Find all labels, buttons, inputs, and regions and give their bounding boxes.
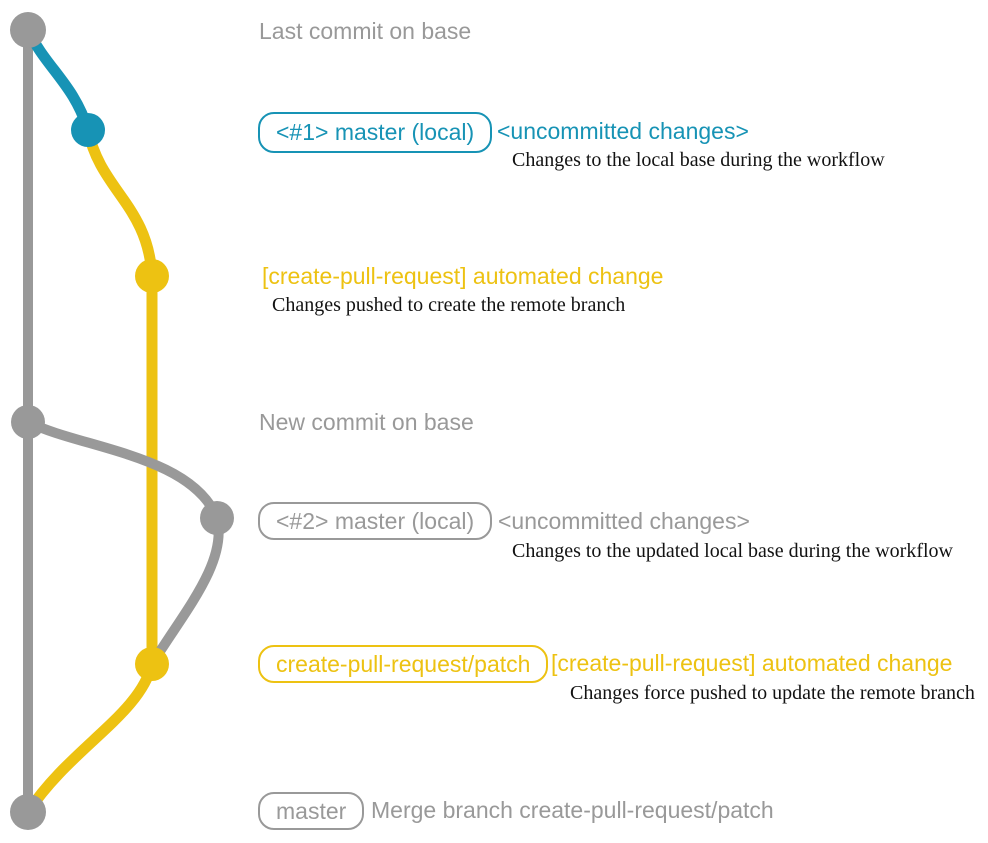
patch-1-subtitle: Changes pushed to create the remote bran… <box>272 294 626 316</box>
uncommitted-1-title: <uncommitted changes> <box>497 118 749 144</box>
commit-node-uncommitted-2 <box>200 501 234 535</box>
branch-label-master-local-2: <#2> master (local) <box>258 502 493 540</box>
patch-2-subtitle: Changes force pushed to update the remot… <box>570 682 975 704</box>
commit-node-patch-2 <box>135 647 169 681</box>
branch-label-master-local-1: <#1> master (local) <box>258 112 493 153</box>
branch-label-master: master <box>258 792 365 830</box>
rebase-edge <box>23 417 224 669</box>
patch-2-title: [create-pull-request] automated change <box>551 650 953 676</box>
patch-1-title: [create-pull-request] automated change <box>262 263 664 289</box>
commit-node-new-base <box>11 405 45 439</box>
commit-node-uncommitted-1 <box>71 113 105 147</box>
merge-title: Merge branch create-pull-request/patch <box>371 797 774 823</box>
git-graph <box>10 12 234 830</box>
merge-edge <box>22 658 158 818</box>
commit-node-merge <box>10 794 46 830</box>
patch-branch-edge <box>82 124 158 670</box>
last-commit-heading: Last commit on base <box>259 18 472 44</box>
branch-label-create-pull-request-patch: create-pull-request/patch <box>258 645 549 683</box>
uncommitted-2-subtitle: Changes to the updated local base during… <box>512 540 953 562</box>
commit-node-last-base <box>10 12 46 48</box>
commit-node-patch-1 <box>135 259 169 293</box>
new-commit-heading: New commit on base <box>259 409 474 435</box>
uncommitted-1-subtitle: Changes to the local base during the wor… <box>512 149 885 171</box>
uncommitted-2-title: <uncommitted changes> <box>498 508 750 534</box>
